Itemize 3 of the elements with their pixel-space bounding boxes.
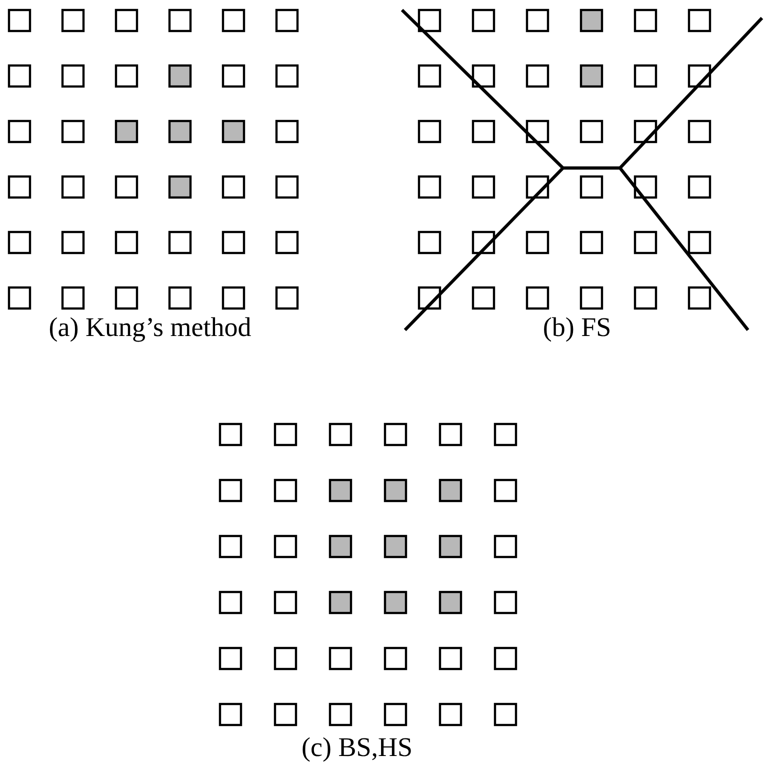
panel-caption: (a) Kung’s method (48, 312, 252, 343)
panel-caption: (c) BS,HS (302, 732, 412, 763)
panel-caption: (b) FS (542, 312, 612, 343)
